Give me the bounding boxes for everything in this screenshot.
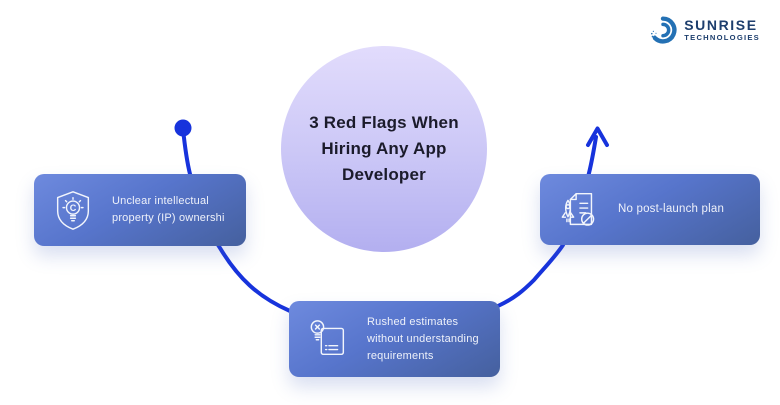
flag-label: No post-launch plan — [618, 203, 725, 215]
flag-card-no-post-launch-plan: No post-launch plan — [540, 174, 760, 245]
flag-card-rushed-estimates: Rushed estimates without understanding r… — [289, 301, 500, 377]
sunrise-swirl-icon — [649, 16, 677, 44]
flag-label: Rushed estimates without understanding r… — [367, 315, 479, 362]
curve-arrowhead — [586, 126, 609, 147]
title-line-1: 3 Red Flags When — [309, 113, 459, 132]
bulb-checklist-icon — [305, 316, 351, 362]
infographic-title: 3 Red Flags When Hiring Any App Develope… — [299, 110, 469, 188]
shield-copyright-bulb-icon: C — [50, 187, 96, 233]
title-line-2: Hiring Any App — [321, 139, 447, 158]
flag-card-ip-ownership: C Unclear intellectual property (IP) own… — [34, 174, 246, 246]
brand-tagline: TECHNOLOGIES — [684, 33, 760, 42]
rocket-document-cancelled-icon — [556, 187, 602, 233]
svg-text:C: C — [70, 203, 77, 213]
brand-name: SUNRISE — [684, 17, 758, 33]
title-line-3: Developer — [341, 165, 426, 184]
brand-logo: SUNRISE TECHNOLOGIES — [649, 16, 760, 44]
flag-label: Unclear intellectual property (IP) owner… — [112, 195, 225, 224]
center-circle: 3 Red Flags When Hiring Any App Develope… — [281, 46, 487, 252]
